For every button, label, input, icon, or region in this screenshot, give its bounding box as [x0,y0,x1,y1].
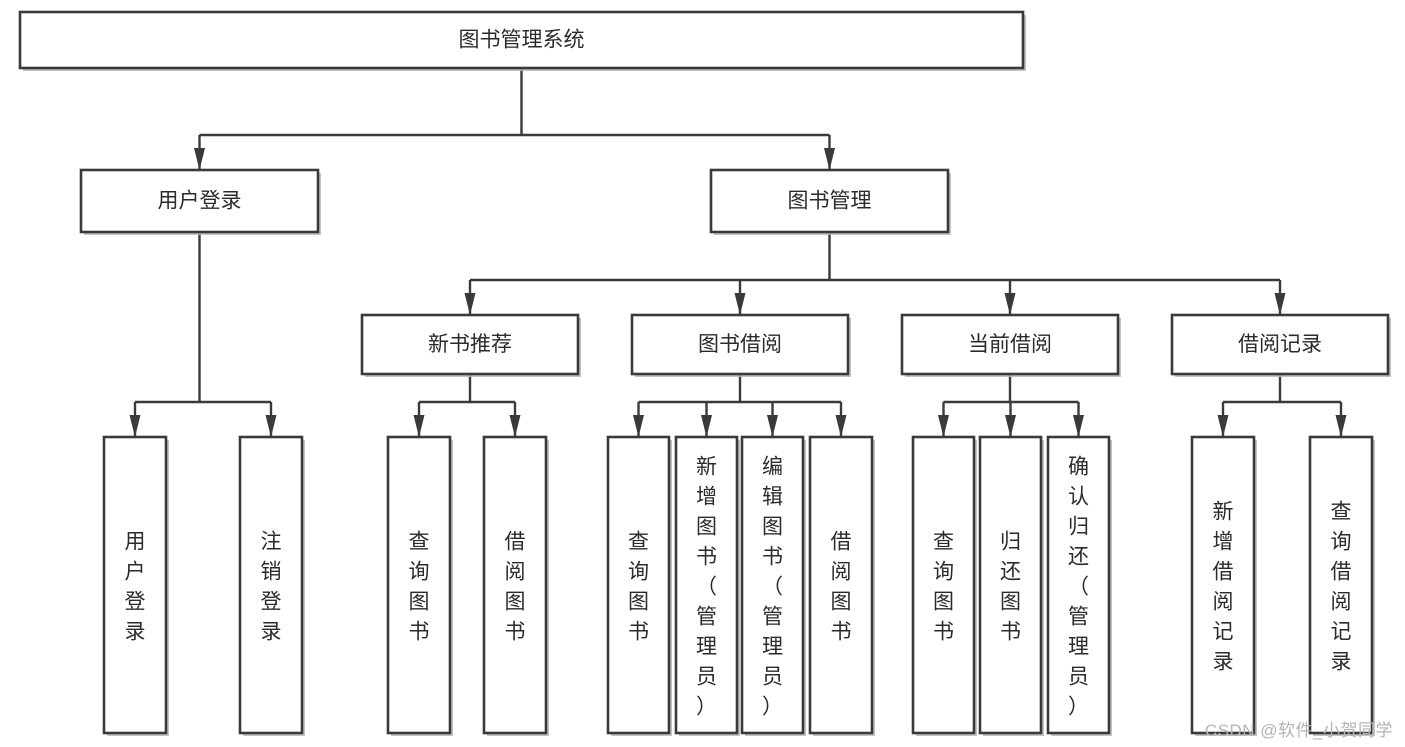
node-label: 图书管理 [788,190,872,213]
edge-group-new-book-recommend [413,374,521,437]
node-root[interactable]: 图书管理系统 [18,10,1026,71]
node-label: 查询图书 [933,530,954,643]
node-book-manage[interactable]: 图书管理 [709,168,951,235]
node-leaf-user-login[interactable]: 用户登录 [102,435,169,736]
node-leaf-query-book-2[interactable]: 查询图书 [606,435,672,736]
node-label: 图书借阅 [698,333,782,356]
node-label: 查询图书 [409,530,430,643]
node-label: 编辑图书（管理员） [762,455,783,718]
edge-layer [129,68,1347,437]
node-borrow-record[interactable]: 借阅记录 [1170,313,1391,377]
node-label: 用户登录 [125,530,146,643]
edge-group-book-manage [464,232,1286,315]
node-leaf-logout[interactable]: 注销登录 [238,435,305,736]
node-leaf-add-book[interactable]: 新增图书（管理员） [674,435,740,736]
node-label: 注销登录 [261,530,282,643]
node-leaf-query-book-1[interactable]: 查询图书 [386,435,453,736]
node-leaf-return-book[interactable]: 归还图书 [978,435,1044,736]
node-label: 新增借阅记录 [1213,500,1234,673]
csdn-watermark: CSDN @软件_小贺同学 [1204,721,1393,740]
node-leaf-query-book-3[interactable]: 查询图书 [911,435,977,736]
node-label: 新增图书（管理员） [696,455,717,718]
node-leaf-add-record[interactable]: 新增借阅记录 [1190,435,1257,736]
node-leaf-query-record[interactable]: 查询借阅记录 [1308,435,1375,736]
node-label: 借阅图书 [505,530,526,643]
node-layer: 图书管理系统用户登录图书管理新书推荐图书借阅当前借阅借阅记录用户登录注销登录查询… [18,10,1391,736]
edge-group-current-borrow [938,374,1084,437]
node-label: 确认归还（管理员） [1068,455,1089,718]
node-leaf-confirm-return[interactable]: 确认归还（管理员） [1046,435,1112,736]
node-label: 当前借阅 [968,333,1052,356]
node-leaf-borrow-book-2[interactable]: 借阅图书 [808,435,875,736]
node-user-login[interactable]: 用户登录 [79,168,321,235]
node-new-book-recommend[interactable]: 新书推荐 [360,313,581,377]
edge-group-root [194,68,835,170]
edge-group-book-borrow [633,374,847,437]
node-leaf-borrow-book-1[interactable]: 借阅图书 [482,435,549,736]
node-book-borrow[interactable]: 图书借阅 [630,313,851,377]
node-label: 归还图书 [1000,530,1021,643]
node-label: 查询图书 [628,530,649,643]
node-label: 借阅记录 [1238,333,1322,356]
edge-group-borrow-record [1217,374,1347,437]
node-label: 借阅图书 [831,530,852,643]
node-label: 查询借阅记录 [1331,500,1352,673]
node-current-borrow[interactable]: 当前借阅 [900,313,1121,377]
node-label: 新书推荐 [428,333,512,356]
node-label: 图书管理系统 [459,29,585,52]
edge-group-user-login [129,232,277,437]
node-label: 用户登录 [158,190,242,213]
node-leaf-edit-book[interactable]: 编辑图书（管理员） [740,435,806,736]
